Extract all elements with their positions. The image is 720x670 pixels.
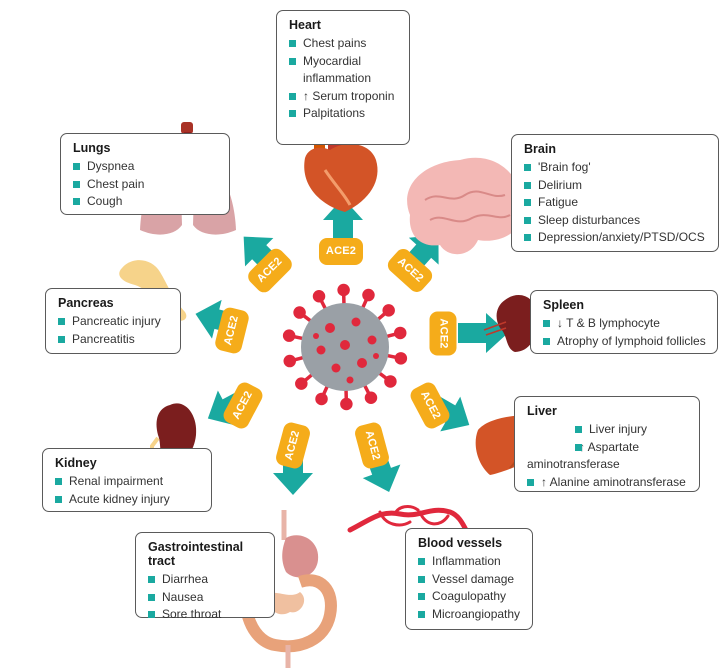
brain-title: Brain	[524, 142, 556, 156]
liver-box: Liver Liver injury ↑ Aspartate aminotran…	[514, 396, 700, 492]
pancreas-item: Pancreatitis	[58, 331, 170, 349]
lungs-box: Lungs Dyspnea Chest pain Cough	[60, 133, 230, 215]
virus-spike-tip	[295, 377, 308, 390]
blood-vessels-item: Vessel damage	[418, 571, 522, 589]
virus-icon	[282, 283, 408, 411]
heart-title: Heart	[289, 18, 321, 32]
spleen-icon	[483, 295, 539, 352]
arrow-to-spleen	[458, 313, 508, 353]
blood-vessels-item: Microangiopathy	[418, 606, 522, 624]
brain-item: Depression/anxiety/PTSD/OCS	[524, 229, 708, 247]
gi-tract-icon	[239, 510, 337, 668]
ace2-receptor-heart: ACE2	[319, 237, 363, 265]
lungs-item: Chest pain	[73, 176, 219, 194]
spleen-item: ↓ T & B lymphocyte	[543, 315, 707, 333]
liver-item: ↑ Alanine aminotransferase	[527, 474, 689, 492]
liver-title: Liver	[527, 404, 557, 418]
pancreas-box: Pancreas Pancreatic injury Pancreatitis	[45, 288, 181, 354]
heart-item: Chest pains	[289, 35, 399, 53]
virus-spike-tip	[283, 354, 297, 368]
brain-item: 'Brain fog'	[524, 159, 708, 177]
blood-vessels-item: Inflammation	[418, 553, 522, 571]
heart-item-cont: inflammation	[303, 71, 372, 86]
virus-spike-tip	[394, 352, 408, 365]
lungs-item: Cough	[73, 193, 219, 211]
lungs-item: Dyspnea	[73, 158, 219, 176]
liver-item-cont: aminotransferase	[527, 457, 620, 472]
heart-item: ↑ Serum troponin	[289, 88, 399, 106]
virus-spike-tip	[337, 283, 350, 297]
gi-tract-box: Gastrointestinal tract Diarrhea Nausea S…	[135, 532, 275, 621]
spleen-item: Atrophy of lymphoid follicles	[543, 333, 707, 351]
virus-spike-tip	[315, 392, 328, 406]
brain-box: Brain 'Brain fog' Delirium Fatigue Sleep…	[511, 134, 719, 252]
gi-tract-title: Gastrointestinal tract	[148, 540, 244, 568]
kidney-item: Renal impairment	[55, 473, 201, 491]
pancreas-item: Pancreatic injury	[58, 313, 170, 331]
kidney-box: Kidney Renal impairment Acute kidney inj…	[42, 448, 212, 512]
kidney-item: Acute kidney injury	[55, 491, 201, 509]
arrow-to-heart	[323, 198, 363, 248]
brain-item: Delirium	[524, 177, 708, 195]
brain-item: Sleep disturbances	[524, 212, 708, 230]
virus-spike-tip	[364, 391, 378, 404]
virus-spike-tip	[362, 288, 375, 302]
spleen-title: Spleen	[543, 298, 584, 312]
virus-spike-tip	[312, 290, 326, 303]
heart-item: Palpitations	[289, 105, 399, 123]
gi-tract-item: Sore throat	[148, 606, 264, 624]
spleen-box: Spleen ↓ T & B lymphocyte Atrophy of lym…	[530, 290, 718, 354]
lungs-title: Lungs	[73, 141, 111, 155]
virus-spike-tip	[293, 306, 306, 319]
gi-tract-item: Diarrhea	[148, 571, 264, 589]
blood-vessels-icon	[347, 505, 469, 533]
blood-vessels-title: Blood vessels	[418, 536, 503, 550]
gi-tract-item: Nausea	[148, 589, 264, 607]
ace2-receptor-spleen: ACE2	[429, 311, 457, 355]
blood-vessels-item: Coagulopathy	[418, 588, 522, 606]
virus-spike-tip	[340, 397, 353, 411]
virus-spike-tip	[393, 326, 407, 340]
virus-spike-tip	[384, 375, 397, 388]
kidney-title: Kidney	[55, 456, 97, 470]
brain-item: Fatigue	[524, 194, 708, 212]
brain-icon	[407, 157, 525, 255]
virus-spike-tip	[282, 329, 296, 342]
heart-item: Myocardial	[289, 53, 399, 71]
liver-item: ↑ Aspartate	[527, 439, 689, 457]
pancreas-title: Pancreas	[58, 296, 114, 310]
liver-item: Liver injury	[527, 421, 689, 439]
virus-spike-tip	[382, 304, 395, 317]
heart-box: Heart Chest pains Myocardial inflammatio…	[276, 10, 410, 145]
blood-vessels-box: Blood vessels Inflammation Vessel damage…	[405, 528, 533, 630]
